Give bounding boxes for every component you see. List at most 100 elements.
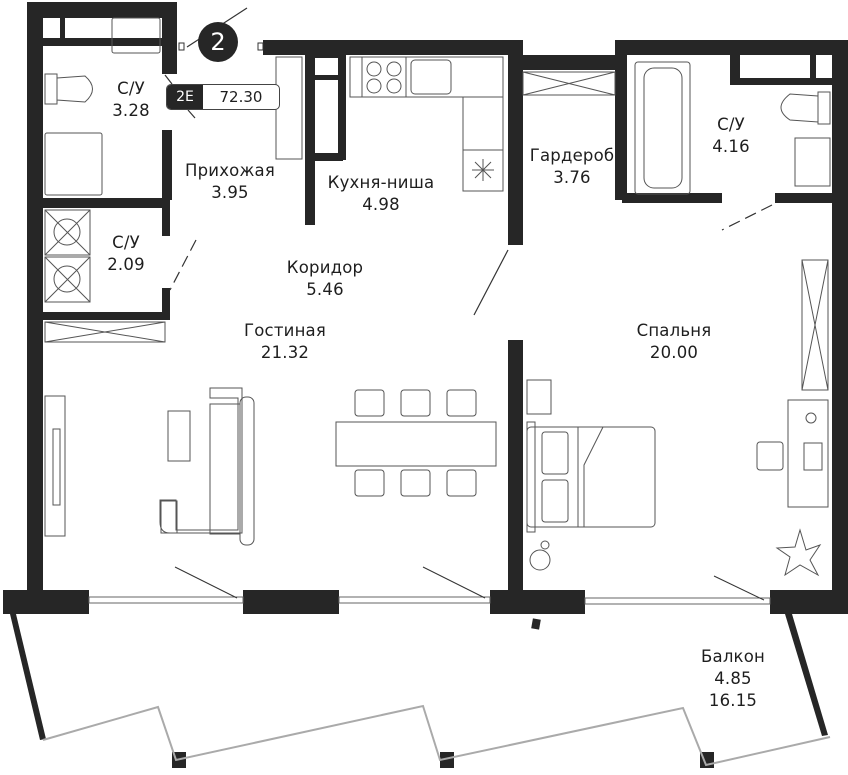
room-area: 5.46 [306,280,344,299]
lamp-icon [540,540,550,550]
balcony-post-mid [531,618,541,630]
burner [386,61,402,77]
bed [526,426,656,528]
room-label-balcony: Балкон 4.85 16.15 [701,646,765,712]
room-name: Коридор [286,258,364,277]
wall-top-kitchen [263,40,523,55]
door-bath1 [164,74,173,85]
wall-living-bedroom [508,340,523,598]
room-label-hallway: Прихожая 3.95 [185,160,275,204]
room-label-bathroom-2: С/У 2.09 [107,232,145,276]
apartment-type: 2E [167,85,203,109]
room-area: 3.95 [211,183,249,202]
apartment-number-badge: 2 [198,22,238,62]
room-name: С/У [717,115,745,134]
toilet-bowl-bath1 [56,75,93,103]
wall-left [27,2,43,598]
wall-bath2-right-top [162,200,170,236]
room-label-corridor: Коридор 5.46 [287,257,363,301]
lamp-icon [529,549,551,571]
room-name: Прихожая [185,161,275,180]
wall-bath3-storage-div [810,55,816,80]
door-marker [257,42,264,51]
coffee-table [167,410,191,462]
bedroom-wardrobe-x [801,259,829,391]
washer-drum [53,218,81,246]
room-area: 3.76 [553,168,591,187]
windows [88,566,771,605]
bed-headboard [526,421,536,533]
stove [361,56,407,98]
wall-top-wardrobe [508,55,618,70]
door-swing-3 [713,575,765,601]
wall-bath2-bottom [40,312,170,320]
burner [386,78,402,94]
fridge-snowflake-icon [472,159,494,181]
wall-bottom-4 [770,590,848,614]
desk-chair [756,441,784,471]
room-name: Гардероб [529,146,615,165]
door-marker [178,42,185,51]
wall-bath1-storage-bottom [40,38,165,46]
pillow [541,431,569,475]
room-name: Кухня-ниша [327,173,435,192]
wall-bath2-right-bottom [162,288,170,318]
room-area: 21.32 [260,343,310,362]
balcony-wall-left [10,614,46,740]
room-area: 2.09 [107,255,145,274]
door-wardrobe [473,249,509,316]
washing-machine-1 [44,209,91,256]
wall-bottom-3 [490,590,585,614]
room-name: С/У [117,79,145,98]
room-name: Балкон [700,647,766,666]
wardrobe-storage [522,71,616,96]
tv-stand [44,395,66,537]
room-label-kitchen-niche: Кухня-ниша 4.98 [328,172,435,216]
wall-kitchen-niche-box2 [313,75,343,80]
door-swing-1 [174,566,238,599]
wall-bath3-storage-bottom [730,78,835,85]
entrance-markers [178,42,264,51]
wardrobe-x [522,71,616,96]
desk [787,399,829,508]
room-name: С/У [112,233,140,252]
wall-kitchen-wardrobe [508,40,523,245]
window-3 [584,597,771,605]
chair [354,389,385,417]
wall-kitchen-niche-right [338,50,346,160]
room-label-bathroom-1: С/У 3.28 [112,78,150,122]
room-name: Гостиная [244,321,326,340]
room-area-full: 16.15 [708,691,758,710]
wall-bath3-bottom-right [775,193,835,203]
kitchen-counter-top [349,56,504,98]
bathtub-inner [643,67,683,189]
furniture [44,17,831,577]
door-bath3 [721,204,773,231]
burner [366,78,382,94]
wall-bath3-storage [730,55,740,80]
tv [52,428,61,506]
chair [400,389,431,417]
sink-bath1 [111,17,161,54]
apartment-total-area: 72.30 [219,88,263,106]
wall-top-bath1 [27,2,177,18]
window-2 [338,596,491,604]
apartment-tag: 2E 72.30 [166,84,280,110]
toilet-bowl-bath3 [780,93,819,123]
bedroom-wardrobe [801,259,829,391]
wall-bath1-right-bottom [162,130,172,200]
sofa-cushions [209,403,241,535]
bed-blanket [577,426,604,527]
sink-bath3 [794,137,831,187]
window-1 [88,596,244,604]
living-wardrobe [44,321,166,343]
chair [446,389,477,417]
wall-kitchen-niche-box [313,50,343,58]
pillow [541,479,569,523]
bathtub [634,61,691,195]
dining-table [335,421,497,467]
living-wardrobe-x [44,321,166,343]
room-area: 4.16 [712,137,750,156]
door-swing-2 [422,566,486,599]
